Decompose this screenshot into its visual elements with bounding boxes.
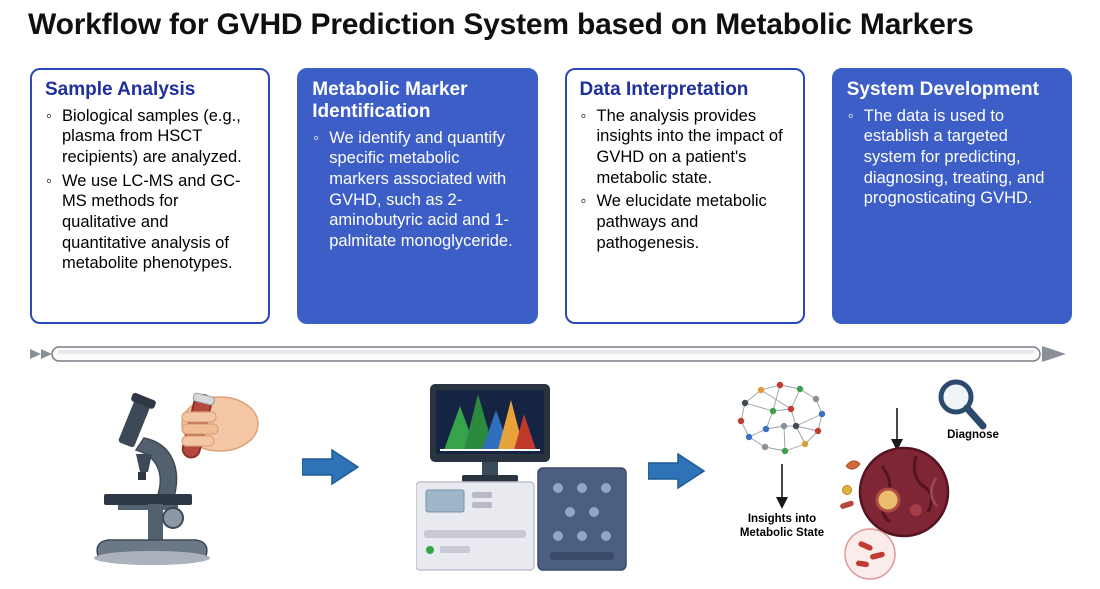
timeline-bar [30,346,1066,362]
stage-card-sample-analysis: Sample Analysis Biological samples (e.g.… [30,68,271,324]
bullet-item: The analysis provides insights into the … [580,106,791,189]
bullet-item: Biological samples (e.g., plasma from HS… [45,106,256,168]
figure-title: Workflow for GVHD Prediction System base… [28,8,974,41]
insights-label: Insights into Metabolic State [739,513,825,540]
diagnose-arrow [891,408,903,451]
stage-card-marker-identification: Metabolic Marker Identification We ident… [297,68,538,324]
pathology-cell-illustration [840,446,950,580]
mass-spectrometer-illustration [416,384,627,571]
stage-card-title: System Development [846,79,1039,100]
bullet-item: We identify and quantify specific metabo… [312,128,523,252]
stage-cards-row: Sample Analysis Biological samples (e.g.… [30,68,1072,324]
stage-card-system-development: System Development The data is used to e… [831,68,1072,324]
stage-card-title: Metabolic Marker Identification [312,79,468,122]
metabolic-network-illustration [737,381,826,455]
microscope-illustration [94,392,259,565]
insights-arrow [776,464,788,509]
stage-card-title: Sample Analysis [45,79,196,100]
bullet-item: We elucidate metabolic pathways and path… [580,191,791,253]
bullet-item: The data is used to establish a targeted… [847,106,1058,209]
bullet-item: We use LC-MS and GC-MS methods for quali… [45,171,256,274]
stage-card-data-interpretation: Data Interpretation The analysis provide… [564,68,805,324]
flow-arrow-1 [302,448,360,486]
diagnose-label: Diagnose [947,429,999,441]
stage-card-title: Data Interpretation [579,79,749,100]
flow-arrow-2 [648,452,706,490]
magnifier-icon [938,379,987,430]
